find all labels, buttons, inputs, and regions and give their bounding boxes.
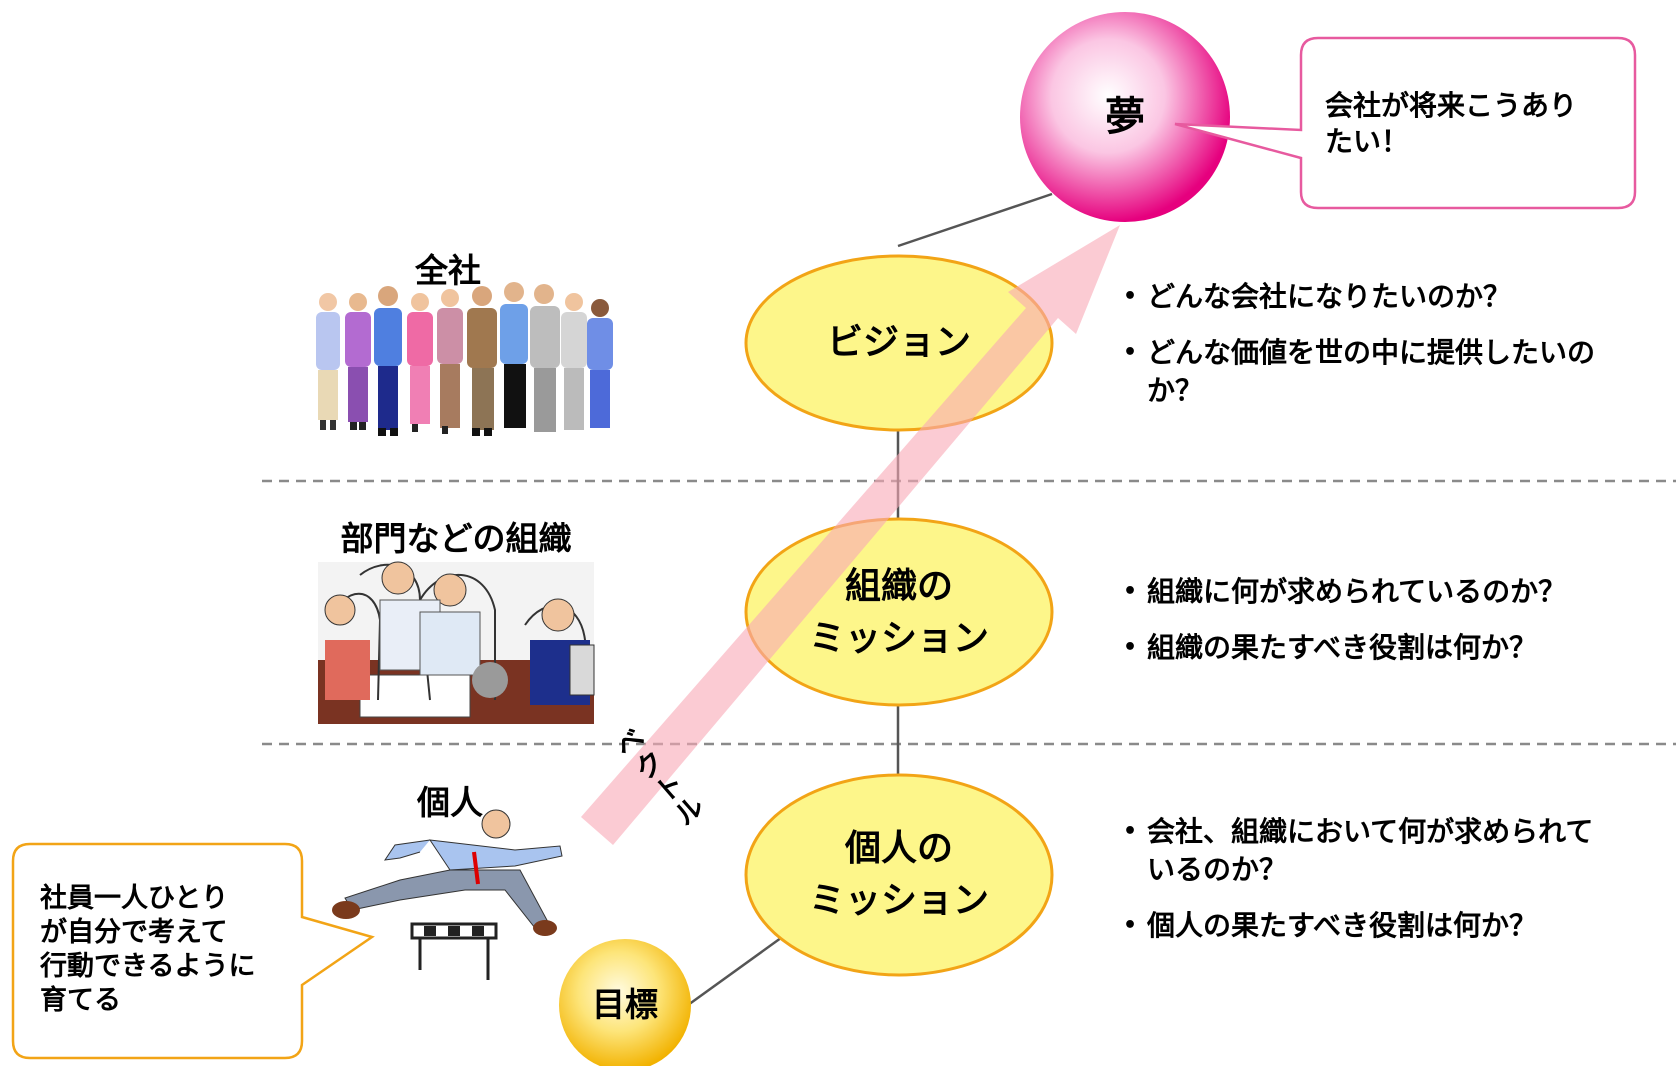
bullet-dot: •: [1123, 579, 1138, 604]
dream-callout-bubble: [1174, 36, 1637, 210]
individual-callout-text: 社員一人ひとり が自分で考えて 行動できるように 育てる: [40, 882, 300, 1018]
individual-mission-ellipse: [744, 773, 1054, 977]
bullet-dot: •: [1123, 340, 1138, 365]
bullet-dot: •: [1123, 635, 1138, 660]
question-text: 個人の果たすべき役割は何か？: [1147, 909, 1538, 942]
callout-line: 育てる: [40, 985, 121, 1016]
question-text: 会社、組織において何が求められているのか？: [1147, 815, 1594, 886]
company-people-illustration: [316, 282, 613, 436]
question-item: • 会社、組織において何が求められているのか？: [1123, 813, 1603, 889]
goal-label: 目標: [592, 985, 658, 1024]
question-item: • 組織に何が求められているのか？: [1123, 573, 1663, 611]
bullet-dot: •: [1123, 913, 1138, 938]
callout-line: 行動できるように: [40, 951, 256, 982]
organization-questions: • 組織に何が求められているのか？ • 組織の果たすべき役割は何か？: [1123, 573, 1663, 685]
question-text: どんな会社になりたいのか？: [1147, 280, 1512, 313]
hurdle-jumper-illustration: [332, 809, 563, 980]
section-label-company: 全社: [415, 251, 481, 290]
bullet-dot: •: [1123, 284, 1138, 309]
vision-questions: • どんな会社になりたいのか？ • どんな価値を世の中に提供したいのか？: [1123, 278, 1623, 428]
bullet-dot: •: [1123, 819, 1138, 844]
dream-callout-line: たい！: [1325, 125, 1410, 158]
individual-questions: • 会社、組織において何が求められているのか？ • 個人の果たすべき役割は何か？: [1123, 813, 1603, 963]
vector-arrow: [581, 225, 1120, 845]
section-label-organization: 部門などの組織: [340, 519, 572, 558]
callout-line: 社員一人ひとり: [40, 883, 229, 914]
question-item: • どんな会社になりたいのか？: [1123, 278, 1623, 316]
individual-callout-bubble: [11, 842, 375, 1060]
question-text: 組織に何が求められているのか？: [1147, 575, 1567, 608]
dream-label: 夢: [1105, 94, 1145, 140]
question-item: • 個人の果たすべき役割は何か？: [1123, 907, 1603, 945]
dream-circle: [1020, 12, 1230, 222]
question-item: • 組織の果たすべき役割は何か？: [1123, 629, 1663, 667]
question-text: どんな価値を世の中に提供したいのか？: [1147, 336, 1596, 407]
callout-line: が自分で考えて: [40, 917, 228, 948]
question-text: 組織の果たすべき役割は何か？: [1147, 631, 1538, 664]
question-item: • どんな価値を世の中に提供したいのか？: [1123, 334, 1623, 410]
dream-callout-line: 会社が将来こうあり: [1325, 89, 1578, 122]
connector-vision-dream: [897, 192, 1053, 248]
dream-callout-text: 会社が将来こうあり たい！: [1325, 88, 1625, 160]
office-meeting-illustration: [318, 561, 595, 724]
goal-circle: [559, 939, 691, 1066]
section-label-individual: 個人: [417, 783, 483, 822]
connector-goal-individual: [687, 928, 793, 1007]
